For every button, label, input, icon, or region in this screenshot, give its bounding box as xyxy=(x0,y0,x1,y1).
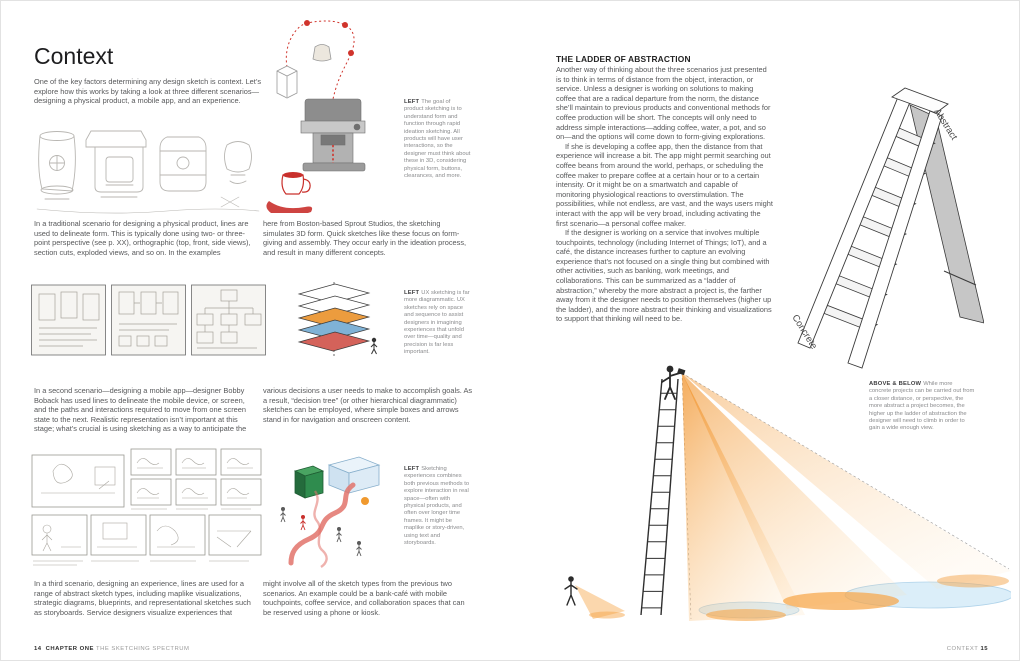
ladder-right-rail xyxy=(847,110,943,369)
person-figure xyxy=(356,541,362,557)
coffee-machine-illustration xyxy=(266,20,366,213)
highlight-dot xyxy=(361,497,369,505)
section3-column1: In a third scenario, designing an experi… xyxy=(34,579,251,617)
intro-paragraph: One of the key factors determining any d… xyxy=(34,77,262,106)
milk-carton-icon xyxy=(276,65,298,99)
coffee-maker-sketches-illustration xyxy=(36,130,260,214)
tall-ladder xyxy=(640,378,679,616)
glass-room xyxy=(327,456,381,494)
person-on-ground xyxy=(564,576,578,606)
caption-label: LEFT xyxy=(404,466,420,472)
caption-label: LEFT xyxy=(404,99,420,105)
small-light-beam xyxy=(575,585,625,619)
light-beam xyxy=(682,373,1011,589)
person-figure xyxy=(370,337,378,355)
ladder-top-cap xyxy=(891,87,949,114)
person-figure xyxy=(336,527,342,543)
section3-column2: might involve all of the sketch types fr… xyxy=(263,579,465,617)
caption-label: LEFT xyxy=(404,290,420,296)
ladder-of-abstraction-illustration: Abstract Concrete xyxy=(789,87,984,369)
section1-column1: In a traditional scenario for designing … xyxy=(34,219,251,257)
journey-path-secondary xyxy=(313,490,328,568)
light-beam xyxy=(682,373,907,609)
person-figure-highlighted xyxy=(300,515,306,531)
chapter-label: CHAPTER ONE xyxy=(45,646,94,652)
ladder-beams-illustration xyxy=(564,365,1011,621)
experience-map-illustration xyxy=(280,456,381,568)
person-figure xyxy=(280,507,286,523)
section1-column2: here from Boston-based Sprout Studios, t… xyxy=(263,219,467,257)
section-heading: THE LADDER OF ABSTRACTION xyxy=(556,54,691,64)
page-title: Context xyxy=(34,43,114,69)
page-number: 15 xyxy=(980,646,988,652)
footer-right: CONTEXT 15 xyxy=(881,646,988,652)
paragraph: Another way of thinking about the three … xyxy=(556,65,771,142)
paragraph: If she is developing a coffee app, then … xyxy=(556,141,773,228)
ladder-left-rail xyxy=(797,96,911,349)
flashlight-icon xyxy=(677,368,686,376)
caption-label: ABOVE & BELOW xyxy=(869,381,922,387)
kiosk xyxy=(293,465,325,499)
section2-column2: various decisions a user needs to make t… xyxy=(263,386,473,424)
right-body-column: Another way of thinking about the three … xyxy=(556,65,774,324)
red-cup-icon xyxy=(266,172,313,213)
section2-column1: In a second scenario—designing a mobile … xyxy=(34,386,247,434)
coffee-bag-icon xyxy=(312,44,332,62)
route-dot xyxy=(342,22,348,28)
ux-layer-stack-illustration xyxy=(297,282,378,356)
route-dot xyxy=(348,50,354,56)
wireframe-sketch-photos xyxy=(31,284,266,356)
paragraph: If the designer is working on a service … xyxy=(556,228,772,324)
page-number: 14 xyxy=(34,646,42,652)
route-dot xyxy=(304,20,310,26)
chapter-title: THE SKETCHING SPECTRUM xyxy=(95,646,190,652)
chapter-title: CONTEXT xyxy=(946,646,979,652)
journey-path xyxy=(288,482,356,566)
storyboard-sketches xyxy=(31,448,262,566)
person-on-ladder xyxy=(661,365,686,400)
